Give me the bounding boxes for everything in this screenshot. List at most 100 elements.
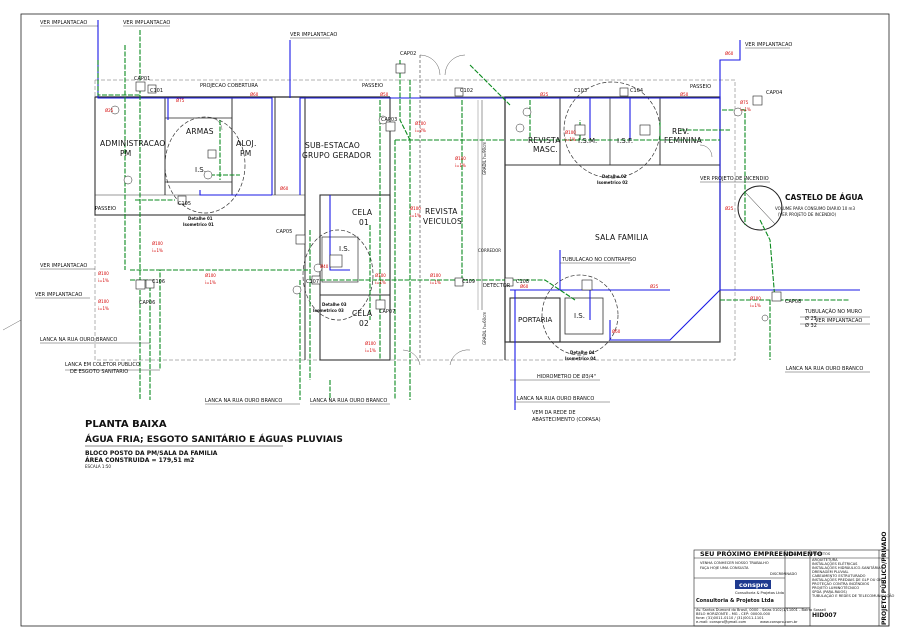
svg-text:Ø100: Ø100 — [750, 296, 761, 301]
label-ver-implantacao-3: VER IMPLANTACAO — [290, 32, 337, 38]
label-c102: C102 — [460, 88, 473, 94]
room-armas: ARMAS — [186, 127, 214, 136]
title-area: ÁREA CONSTRUIDA = 179,51 m2 — [85, 457, 194, 464]
fold-mark — [2, 319, 22, 331]
label-ver-implantacao-2: VER IMPLANTACAO — [123, 20, 170, 26]
svg-text:Ø25: Ø25 — [650, 284, 659, 289]
room-cela-02: CELA — [352, 309, 373, 318]
svg-text:Ø60: Ø60 — [725, 51, 734, 56]
title-bloco: BLOCO POSTO DA PM/SALA DA FAMILIA — [85, 450, 218, 457]
label-ver-implantacao-5: VER IMPLANTACAO — [40, 263, 87, 269]
tb-project-item: ARQUITETURA — [812, 558, 838, 562]
label-tub-25: Ø 25 — [805, 315, 817, 322]
label-corredor: CORREDOR — [478, 248, 501, 253]
label-cap04: CAP04 — [766, 90, 782, 96]
room-is-1: I.S. — [195, 166, 206, 174]
label-gradil-90: GRADIL h=90cm — [482, 142, 487, 175]
label-ver-implantacao-7: VER IMPLANTACAO — [815, 318, 862, 324]
svg-text:i=1%: i=1% — [205, 280, 216, 285]
tb-projects-label: PROJETOS — [812, 552, 831, 556]
tb-project-item: TUBULAÇÃO E REDES DE TELECOMUNICAÇÃO — [811, 593, 894, 598]
label-lanca-coletor-1: LANCA EM COLETOR PUBLICO — [65, 362, 140, 368]
room-administracao-pm: PM — [120, 149, 131, 158]
sewer-network — [97, 30, 850, 400]
label-c106: C106 — [152, 279, 165, 285]
room-isf: I.S.F. — [617, 137, 633, 145]
svg-text:i=1%: i=1% — [740, 107, 751, 112]
tb-logo-box — [735, 580, 771, 589]
tb-code: HID007 — [812, 612, 837, 619]
label-ver-implantacao-6: VER IMPLANTACAO — [35, 292, 82, 298]
svg-text:Ø25: Ø25 — [725, 206, 734, 211]
svg-text:Ø100: Ø100 — [375, 273, 386, 278]
tb-logo-sub: Consultoria & Projetos Ltda — [735, 591, 784, 595]
tb-project-item: DRENAGEM PLUVIAL — [812, 570, 849, 574]
label-iso-02: Isometrico 02 — [597, 180, 628, 185]
svg-text:Ø100: Ø100 — [205, 273, 216, 278]
svg-text:Ø50: Ø50 — [680, 92, 689, 97]
svg-text:Ø75: Ø75 — [176, 98, 185, 103]
label-detalhe-04: Detalhe 04 — [570, 350, 595, 355]
cold-water-network — [97, 20, 860, 410]
room-sala-familia: SALA FAMILIA — [595, 233, 649, 242]
svg-text:Ø100: Ø100 — [565, 130, 576, 135]
svg-text:Ø60: Ø60 — [280, 186, 289, 191]
room-is-2: I.S. — [339, 245, 350, 253]
svg-text:i=1%: i=1% — [430, 280, 441, 285]
label-lanca-rua-2: LANCA NA RUA OURO BRANCO — [205, 398, 282, 404]
tb-addr-5: www.conspro.com.br — [760, 620, 798, 624]
room-grupo-gerador: GRUPO GERADOR — [302, 151, 371, 160]
svg-text:Ø100: Ø100 — [98, 299, 109, 304]
room-ism: I.S.M. — [578, 137, 597, 145]
svg-text:Ø100: Ø100 — [365, 341, 376, 346]
label-iso-04: Isometrico 04 — [565, 356, 596, 361]
title-escala: ESCALA 1:50 — [85, 464, 111, 469]
svg-text:Ø100: Ø100 — [98, 271, 109, 276]
room-aloj-pm: PM — [240, 149, 251, 158]
label-lanca-rua-5: LANCA NA RUA OURO BRANCO — [786, 366, 863, 372]
room-revista-masc: REVISTA — [528, 136, 561, 145]
room-cela-02-num: 02 — [359, 319, 369, 328]
tb-project-item: INSTALAÇÕES ELÉTRICAS — [812, 561, 858, 566]
label-vem-rede-1: VEM DA REDE DE — [532, 410, 576, 416]
room-revista-masc-2: MASC. — [533, 145, 558, 154]
label-tubulacao-contrapiso: TUBULACAO NO CONTRAPISO — [561, 257, 636, 263]
label-lanca-rua-4: LANCA NA RUA OURO BRANCO — [517, 396, 594, 402]
room-revista-veiculos: REVISTA — [425, 207, 458, 216]
label-iso-03: Isometrico 03 — [313, 308, 344, 313]
label-cap06: CAP06 — [139, 300, 155, 306]
label-cap01: CAP01 — [134, 76, 150, 82]
svg-text:Ø60: Ø60 — [520, 284, 529, 289]
label-tub-32: Ø 32 — [805, 322, 817, 329]
label-lanca-coletor-2: DE ESGOTO SANITARIO — [70, 369, 128, 375]
label-c107: C107 — [306, 279, 319, 285]
room-portaria: PORTARIA — [518, 316, 553, 324]
tb-project-item: PROJETO LUMINOTÉCNICO — [812, 585, 859, 590]
svg-text:i=1%: i=1% — [455, 163, 466, 168]
label-passeio-1: PASSEIO — [95, 206, 116, 212]
label-castelo-desc-2: (VER PROJETO DE INCENDIO) — [778, 212, 837, 217]
svg-text:Ø100: Ø100 — [455, 156, 466, 161]
svg-text:Ø60: Ø60 — [250, 92, 259, 97]
label-lanca-rua-1: LANCA NA RUA OURO BRANCO — [40, 337, 117, 343]
tb-company: Consultoria & Projetos Ltda — [696, 598, 774, 604]
label-lanca-rua-3: LANCA NA RUA OURO BRANCO — [310, 398, 387, 404]
svg-text:i=1%: i=1% — [565, 137, 576, 142]
sheet-border — [20, 13, 890, 627]
tb-side-label: PROJETO PÚBLICO/PRIVADO — [881, 531, 888, 625]
svg-text:Ø40: Ø40 — [320, 264, 329, 269]
water-tower-symbol — [737, 185, 783, 231]
label-detalhe-01: Detalhe 01 — [188, 216, 213, 221]
label-c103: C103 — [574, 88, 587, 94]
label-cap07: CAP07 — [379, 309, 395, 315]
tb-project-item: PROTEÇÃO CONTRA INCÊNDIOS — [812, 581, 870, 586]
label-cap03: CAP03 — [381, 117, 397, 123]
tb-sub-1: VENHA CONHECER NOSSO TRABALHO — [700, 561, 769, 565]
label-iso-01: Isometrico 01 — [183, 222, 214, 227]
room-rev-feminina: REV. — [672, 127, 689, 136]
label-passeio-3: PASSEIO — [690, 84, 711, 90]
label-c101: C101 — [150, 88, 163, 94]
